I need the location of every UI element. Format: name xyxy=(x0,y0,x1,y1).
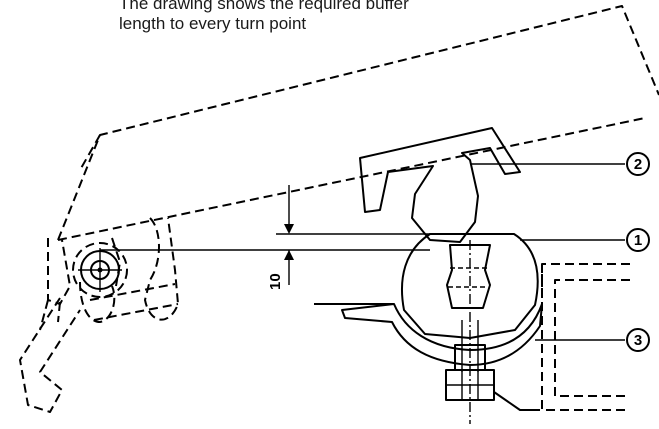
caption-line-2: length to every turn point xyxy=(119,14,307,33)
callout-leaders xyxy=(470,163,625,341)
dimension-10: 10 xyxy=(100,185,430,290)
housing-outline xyxy=(57,5,659,241)
callout-1-label: 1 xyxy=(634,232,642,249)
lever-arm xyxy=(19,217,179,413)
buffer-base-part-3 xyxy=(314,240,543,424)
callout-2: 2 xyxy=(626,152,650,176)
pivot-pin xyxy=(72,242,128,298)
striker-part-2 xyxy=(359,127,521,243)
callout-1: 1 xyxy=(626,228,650,252)
caption: The drawing shows the required buffer le… xyxy=(119,0,479,34)
buffer-part-1 xyxy=(401,233,539,339)
dimension-label: 10 xyxy=(267,273,284,290)
caption-line-1: The drawing shows the required buffer xyxy=(119,0,409,13)
callout-3-label: 3 xyxy=(634,332,642,349)
mounting-bracket xyxy=(541,263,630,411)
callout-2-label: 2 xyxy=(634,156,642,173)
callout-3: 3 xyxy=(626,328,650,352)
